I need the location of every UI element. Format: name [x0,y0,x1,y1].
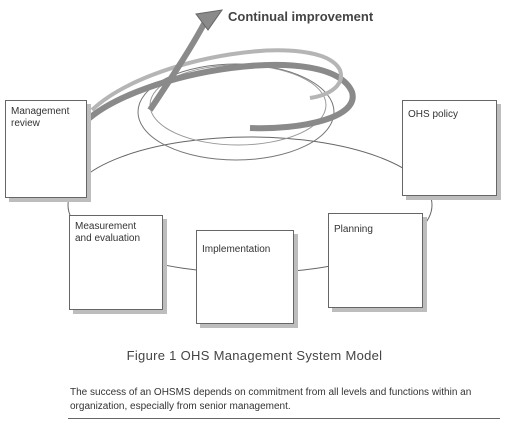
management-review-box: Management review [5,100,87,198]
spiral-ribbon-front [82,61,356,132]
management-review-label: Management review [11,106,70,129]
implementation-label: Implementation [202,244,271,255]
ohs-policy-label: OHS policy [408,109,459,120]
spiral-loop-lower [137,63,335,161]
planning-label: Planning [334,224,373,235]
divider-line [68,418,500,419]
figure-caption: Figure 1 OHS Management System Model [126,348,383,363]
spiral-ribbon-rise [147,20,208,112]
ohs-model-diagram: Continual improvement Management review … [5,9,497,324]
improvement-arrowhead [195,9,224,31]
measurement-evaluation-label: Measurement and evaluation [75,221,141,244]
planning-box: Planning [328,213,423,308]
spiral-ribbon-back [90,48,343,112]
description-text: The success of an OHSMS depends on commi… [70,387,472,412]
implementation-box: Implementation [196,230,294,324]
continual-improvement-label: Continual improvement [228,9,374,24]
measurement-evaluation-box: Measurement and evaluation [69,215,163,310]
ohs-policy-box: OHS policy [402,100,497,196]
